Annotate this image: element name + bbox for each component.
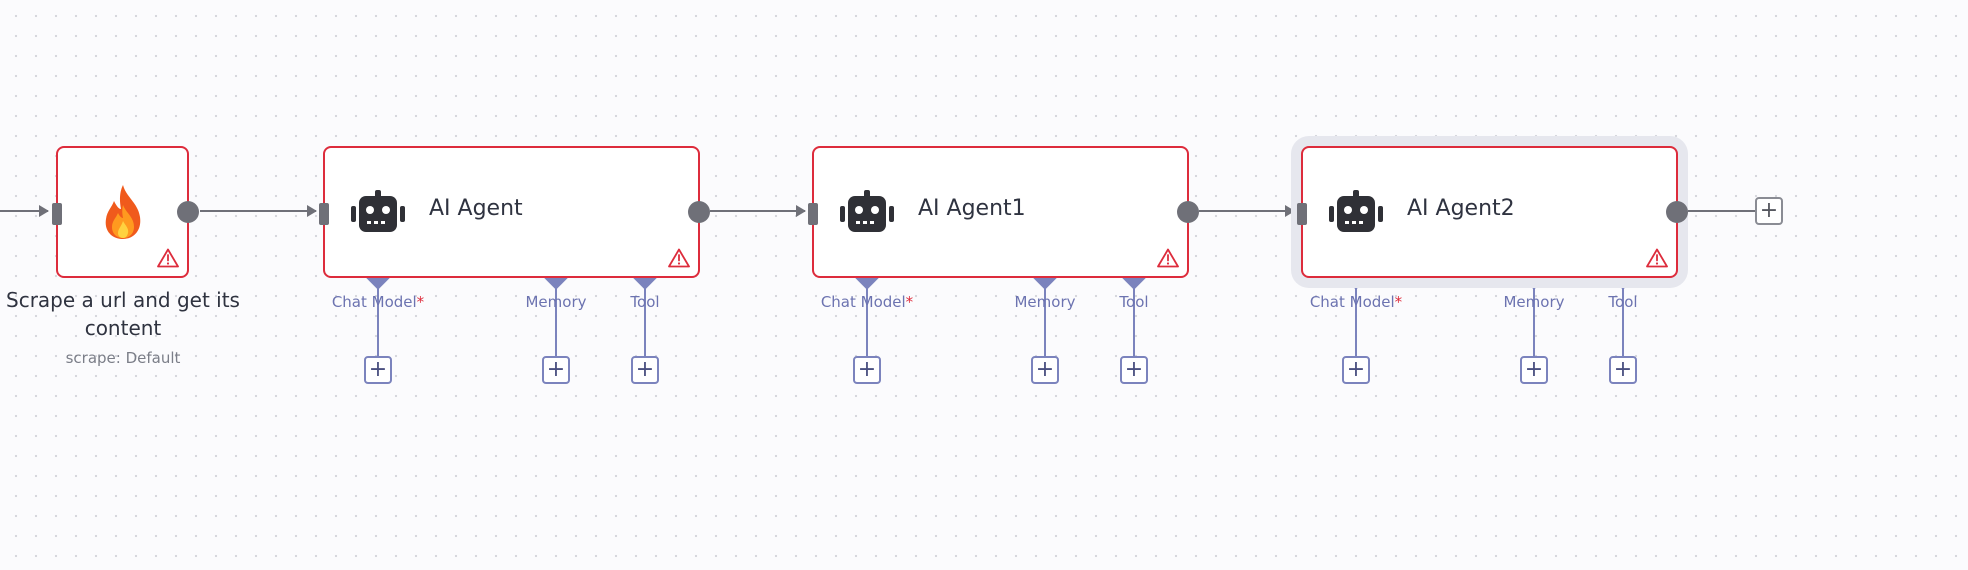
tool-label: Tool <box>1119 293 1149 311</box>
input-handle[interactable] <box>1297 203 1307 225</box>
add-chat-model-button[interactable]: + <box>364 356 392 384</box>
ai-agent1-node[interactable]: AI Agent1 <box>808 146 1199 278</box>
node-title: AI Agent2 <box>1407 196 1515 221</box>
input-handle[interactable] <box>52 203 62 225</box>
chat-model-label: Chat Model* <box>820 293 914 311</box>
sub-connectors-agent-3 <box>1355 286 1624 356</box>
add-memory-button[interactable]: + <box>542 356 570 384</box>
ai-agent-node[interactable]: AI Agent <box>319 146 710 278</box>
memory-label: Memory <box>1503 293 1565 311</box>
add-memory-button[interactable]: + <box>1520 356 1548 384</box>
warning-icon <box>157 248 179 268</box>
firecrawl-flame-icon <box>105 185 140 239</box>
add-chat-model-button[interactable]: + <box>1342 356 1370 384</box>
robot-icon <box>351 190 405 232</box>
memory-label: Memory <box>525 293 587 311</box>
add-tool-button[interactable]: + <box>1120 356 1148 384</box>
tool-label: Tool <box>630 293 660 311</box>
output-handle[interactable] <box>1177 201 1199 223</box>
robot-icon <box>1329 190 1383 232</box>
warning-icon <box>1157 248 1179 268</box>
add-tool-button[interactable]: + <box>1609 356 1637 384</box>
output-handle[interactable] <box>688 201 710 223</box>
input-handle[interactable] <box>808 203 818 225</box>
node-title: AI Agent <box>429 196 523 221</box>
chat-model-label: Chat Model* <box>331 293 425 311</box>
sub-connectors-agent-2 <box>866 286 1135 356</box>
add-tool-button[interactable]: + <box>631 356 659 384</box>
chat-model-label: Chat Model* <box>1309 293 1403 311</box>
sub-connectors-agent-1 <box>377 286 646 356</box>
output-handle[interactable] <box>177 201 199 223</box>
tool-label: Tool <box>1608 293 1638 311</box>
add-chat-model-button[interactable]: + <box>853 356 881 384</box>
add-memory-button[interactable]: + <box>1031 356 1059 384</box>
memory-label: Memory <box>1014 293 1076 311</box>
node-title: AI Agent1 <box>918 196 1026 221</box>
firecrawl-node-subtitle: scrape: Default <box>65 349 181 367</box>
warning-icon <box>668 248 690 268</box>
add-next-node-button[interactable]: + <box>1755 197 1783 225</box>
output-handle[interactable] <box>1666 201 1688 223</box>
warning-icon <box>1646 248 1668 268</box>
firecrawl-scrape-node[interactable] <box>52 146 199 278</box>
ai-agent2-node[interactable]: AI Agent2 <box>1297 146 1688 278</box>
input-handle[interactable] <box>319 203 329 225</box>
robot-icon <box>840 190 894 232</box>
firecrawl-node-label: Scrape a url and get its content <box>6 288 240 340</box>
